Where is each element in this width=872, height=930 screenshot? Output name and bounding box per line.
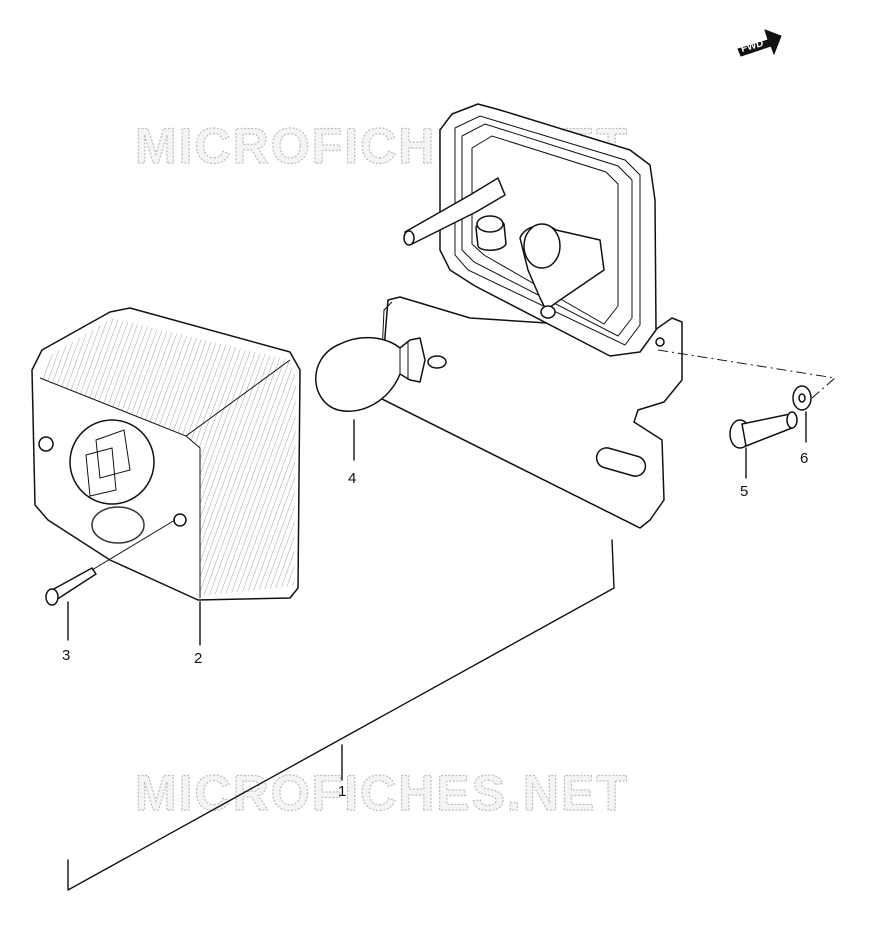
callout-5: 5	[740, 483, 748, 500]
leader-1-bracket	[67, 539, 615, 891]
callout-4: 4	[348, 470, 356, 487]
lens-hole-right	[173, 513, 187, 527]
bracket-bolt-hole	[655, 337, 665, 347]
fwd-arrow-icon: FWD	[737, 29, 782, 57]
lens	[31, 307, 301, 601]
bolt	[729, 411, 798, 449]
bracket-hole	[427, 355, 447, 369]
callout-6: 6	[800, 450, 808, 467]
bracket-slot	[595, 447, 647, 477]
screw	[45, 519, 176, 606]
callout-2: 2	[194, 650, 202, 667]
washer	[792, 385, 812, 411]
callout-3: 3	[62, 647, 70, 664]
lens-reflector	[69, 419, 155, 505]
lamp-housing	[403, 103, 657, 357]
callout-1: 1	[338, 783, 346, 800]
watermark-bottom: MICROFICHES.NET	[135, 765, 629, 821]
lens-hole-left	[38, 436, 54, 452]
bulb	[315, 336, 426, 412]
